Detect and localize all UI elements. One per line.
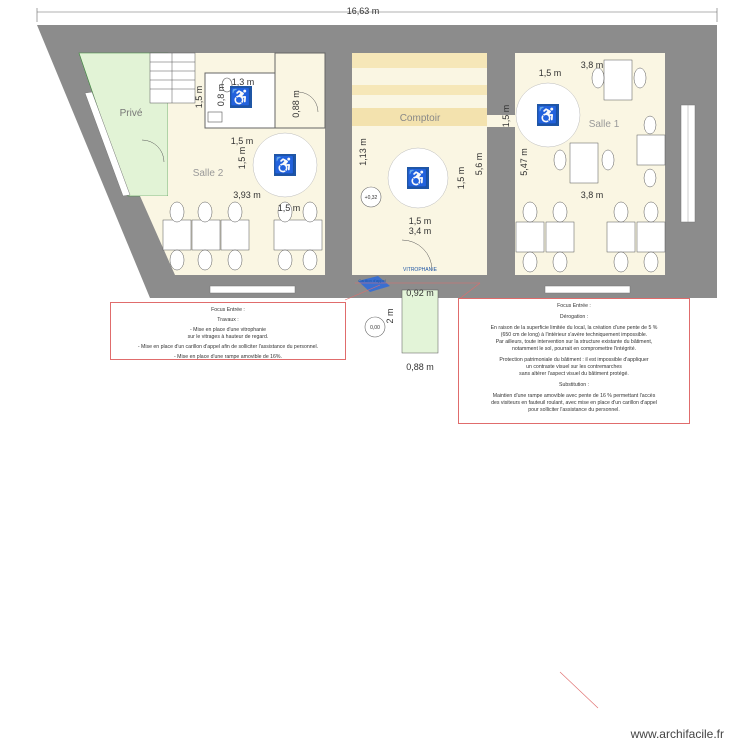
door-swings	[141, 91, 433, 271]
room-label-salle1: Salle 1	[589, 119, 620, 130]
note-left-item3: - Mise en place d'une rampe amovible de …	[174, 354, 282, 360]
vertical-dimension-labels: 0,8 m 1,5 m 0,88 m 1,5 m 1,13 m 1,5 m 5,…	[194, 84, 529, 324]
comptoir-band-2	[352, 85, 487, 95]
salle1-furniture	[515, 59, 666, 273]
dim-wc-width: 1,3 m	[232, 77, 255, 87]
vitrophanie-label: VITROPHANIE	[403, 267, 438, 273]
level-entry-label: 0,00	[370, 325, 380, 331]
note-right-subtitle: Dérogation :	[559, 314, 589, 320]
comptoir-counter	[352, 108, 487, 126]
dim-salle1-w2: 3,8 m	[581, 190, 604, 200]
dim-ramp-h: 2 m	[385, 308, 395, 323]
carillon-label: Carillon d'appel	[358, 278, 386, 283]
salle2-furniture	[162, 201, 323, 271]
room-label-salle2: Salle 2	[193, 168, 224, 179]
comptoir-band	[352, 53, 487, 68]
note-left-item2: - Mise en place d'un carillon d'appel af…	[137, 344, 319, 350]
svg-text:♿: ♿	[274, 155, 295, 175]
dim-salle1-h2: 5,47 m	[519, 148, 529, 176]
dim-salle1-top: 3,8 m	[581, 60, 604, 70]
svg-text:♿: ♿	[230, 87, 251, 107]
watermark: www.archifacile.fr	[630, 727, 724, 741]
dim-center-w: 1,5 m	[409, 216, 432, 226]
note-right-para1: En raison de la superficie limitée du lo…	[490, 325, 658, 352]
note-left-item1: - Mise en place d'une vitrophanie sur le…	[187, 327, 269, 340]
dim-wc-height: 0,8 m	[216, 84, 226, 107]
right-windows	[680, 104, 696, 223]
note-right: Focus Entrée : Dérogation : En raison de…	[458, 298, 690, 424]
dim-salle2-w2: 3,93 m	[233, 190, 261, 200]
note-left-subtitle: Travaux :	[217, 317, 239, 323]
accessibility-icon: ♿	[537, 104, 559, 126]
note-left: Focus Entrée : Travaux : - Mise en place…	[110, 302, 346, 360]
total-width-dimension: 16,63 m	[36, 6, 718, 22]
note-right-para4: Maintien d'une rampe amovible avec pente…	[491, 393, 657, 413]
accessibility-icon: ♿	[230, 86, 252, 108]
dim-wc2-height: 0,88 m	[291, 90, 301, 118]
sink-icon	[207, 111, 223, 123]
level-marker: 0,00	[364, 316, 386, 338]
dim-center-total-w: 3,4 m	[409, 226, 432, 236]
dim-salle2-h: 1,5 m	[237, 147, 247, 170]
total-width-label: 16,63 m	[347, 6, 380, 16]
dim-center-h: 1,5 m	[456, 167, 466, 190]
entry-ramp	[401, 289, 439, 354]
bottom-window-right	[544, 285, 631, 294]
dim-comptoir-h: 1,13 m	[358, 138, 368, 166]
accessibility-icon: ♿	[274, 154, 296, 176]
note-left-title: Focus Entrée :	[211, 307, 245, 313]
dim-ramp-w: 0,88 m	[406, 362, 434, 372]
red-guideline	[344, 282, 599, 709]
svg-text:♿: ♿	[407, 168, 428, 188]
note-right-para2: Protection patrimoniale du bâtiment : il…	[499, 357, 649, 377]
level-center-label: +0,32	[365, 195, 378, 201]
room-label-comptoir: Comptoir	[400, 113, 441, 124]
bottom-window-left	[209, 285, 296, 294]
room-label-prive: Privé	[120, 108, 143, 119]
dimension-labels: 1,3 m 1,5 m 3,93 m 1,5 m 1,5 m 3,4 m 1,5…	[231, 60, 604, 372]
level-marker: +0,32	[360, 186, 382, 208]
note-right-para3: Substitution :	[559, 382, 589, 388]
dim-salle2-w1: 1,5 m	[231, 136, 254, 146]
dim-salle2-w3: 1,5 m	[278, 203, 301, 213]
svg-text:♿: ♿	[537, 105, 558, 125]
dim-salle1-h1: 1,5 m	[501, 105, 511, 128]
staircase	[149, 52, 196, 104]
note-right-title: Focus Entrée :	[557, 303, 591, 309]
dim-wc-side: 1,5 m	[194, 86, 204, 109]
toilet-icon	[221, 77, 233, 93]
left-windows	[84, 91, 131, 197]
dim-salle1-w1: 1,5 m	[539, 68, 562, 78]
wc-room-2	[274, 52, 326, 129]
dim-center-total-h: 5,6 m	[474, 153, 484, 176]
passage-floor	[487, 115, 515, 127]
dim-door-w: 0,92 m	[406, 288, 434, 298]
carillon-icon	[358, 276, 390, 292]
accessibility-icon: ♿	[407, 167, 429, 189]
